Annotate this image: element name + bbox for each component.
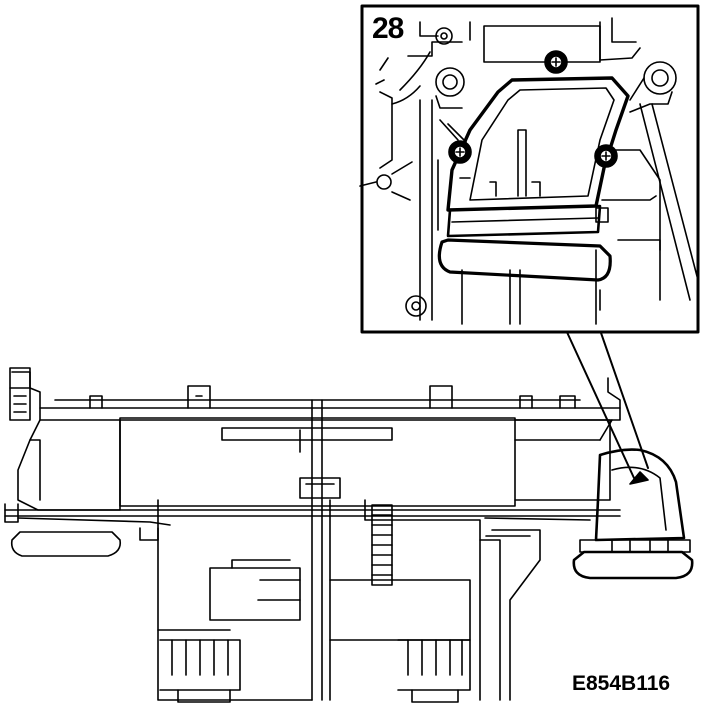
air-duct-installed — [572, 448, 694, 580]
blower-housing-assembly — [4, 367, 621, 703]
screw-icon — [594, 144, 618, 168]
callout-leader — [565, 329, 649, 485]
figure-code: E854B116 — [572, 672, 671, 695]
screw-icon — [448, 140, 472, 164]
callout-number: 28 — [372, 12, 404, 45]
fastener-screws — [448, 50, 618, 168]
air-duct-detail — [437, 76, 630, 282]
motor-cooling-ribs — [371, 504, 393, 586]
blower-fins-left — [159, 639, 241, 703]
blower-fins-right — [397, 639, 471, 703]
detail-callout-box — [359, 4, 700, 334]
screw-icon — [544, 50, 568, 74]
detail-background-structure — [359, 17, 699, 325]
